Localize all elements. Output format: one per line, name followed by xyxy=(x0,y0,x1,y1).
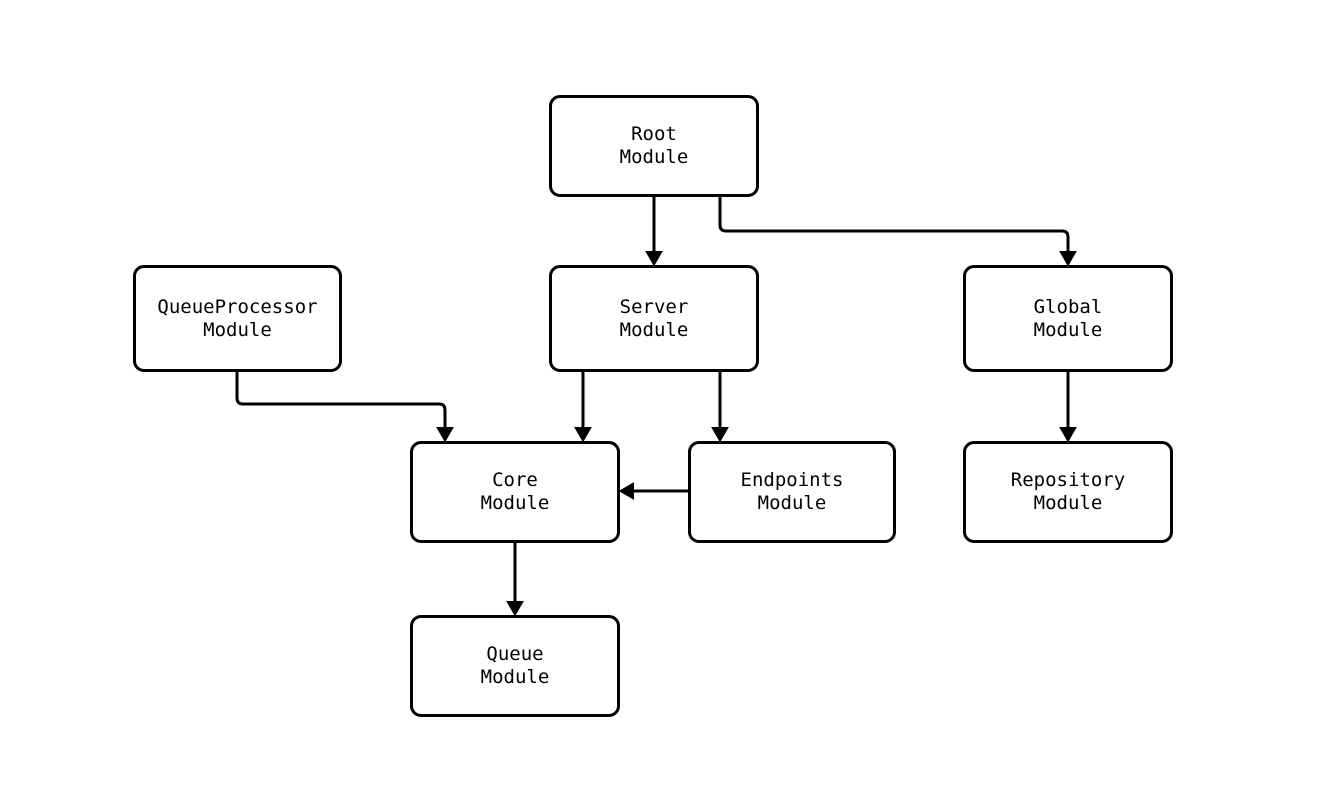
node-endpoints-module[interactable]: Endpoints Module xyxy=(688,441,896,543)
edge-root-to-global xyxy=(718,197,1077,267)
edge-queueprocessor-to-core xyxy=(235,372,454,443)
node-repository-module-line2: Module xyxy=(1033,492,1103,514)
node-server-module-line2: Module xyxy=(619,318,689,341)
node-endpoints-module-line2: Module xyxy=(757,492,827,514)
node-server-module-line1: Server xyxy=(619,295,689,318)
node-queue-module[interactable]: Queue Module xyxy=(410,615,620,717)
node-repository-module-line1: Repository xyxy=(1010,469,1126,491)
node-queueprocessor-module-line2: Module xyxy=(203,318,272,341)
node-root-module-line2: Module xyxy=(619,146,689,168)
node-queue-module-line2: Module xyxy=(480,666,550,688)
node-server-module[interactable]: Server Module xyxy=(549,265,759,372)
node-queueprocessor-module[interactable]: QueueProcessor Module xyxy=(133,265,342,372)
node-endpoints-module-line1: Endpoints xyxy=(740,469,844,491)
node-root-module[interactable]: Root Module xyxy=(549,95,759,197)
node-core-module-line1: Core xyxy=(492,469,538,491)
node-root-module-line1: Root xyxy=(631,123,677,145)
node-repository-module[interactable]: Repository Module xyxy=(963,441,1173,543)
node-global-module-line1: Global xyxy=(1033,295,1103,318)
node-queue-module-line1: Queue xyxy=(486,643,544,665)
node-core-module[interactable]: Core Module xyxy=(410,441,620,543)
node-global-module[interactable]: Global Module xyxy=(963,265,1173,372)
node-queueprocessor-module-line1: QueueProcessor xyxy=(157,295,318,318)
node-core-module-line2: Module xyxy=(480,492,550,514)
node-global-module-line2: Module xyxy=(1033,318,1103,341)
